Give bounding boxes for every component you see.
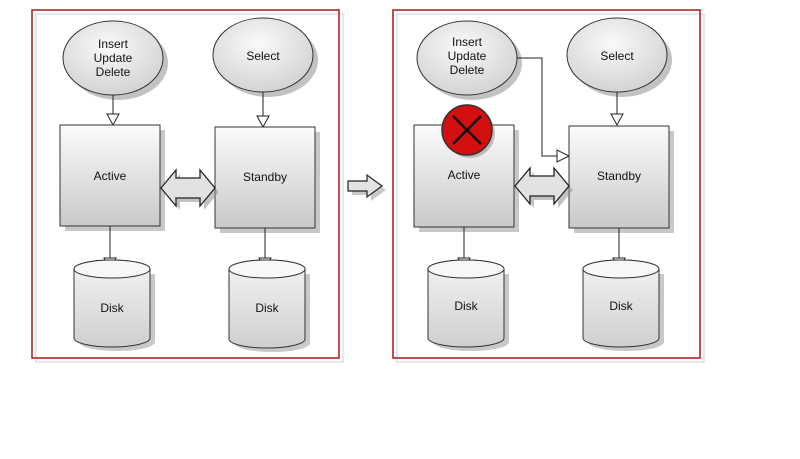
- disk-left-label: Disk: [454, 299, 478, 313]
- disk-right: Disk: [228, 259, 310, 352]
- client-connectors: [517, 57, 624, 163]
- client-label-line-1: Insert: [452, 35, 483, 49]
- disk-left: Disk: [427, 259, 509, 351]
- reader-label: Select: [246, 49, 280, 63]
- client-write-node: Insert Update Delete: [416, 20, 522, 100]
- client-label-line-3: Delete: [450, 63, 485, 77]
- client-label-line-1: Insert: [98, 37, 129, 51]
- disk-left: Disk: [73, 259, 155, 351]
- arrowhead-icon: [610, 113, 624, 127]
- arrowhead-icon: [556, 149, 571, 163]
- arrowhead-icon: [106, 113, 120, 127]
- replication-double-arrow-icon: [514, 166, 573, 208]
- rerouted-write-connector: [517, 57, 557, 157]
- client-label-line-2: Update: [448, 49, 487, 63]
- replication-double-arrow-icon: [160, 168, 219, 210]
- client-write-node: Insert Update Delete: [62, 20, 168, 100]
- standby-server-node: Standby: [568, 125, 674, 233]
- disk-right-label: Disk: [609, 299, 633, 313]
- panel-shadow: [35, 13, 344, 363]
- standby-server-node: Standby: [214, 126, 320, 233]
- red-x-circle-icon: [441, 104, 495, 158]
- arrowhead-icon: [256, 115, 270, 129]
- panel-before-failover: Insert Update Delete Select Active S: [31, 9, 344, 363]
- client-read-node: Select: [566, 17, 672, 97]
- disk-right: Disk: [582, 259, 664, 351]
- client-read-node: Select: [212, 17, 318, 97]
- panel-frame: [392, 9, 701, 359]
- panel-frame: [31, 9, 340, 359]
- standby-server-label: Standby: [243, 170, 287, 184]
- disk-right-label: Disk: [255, 301, 279, 315]
- standby-server-label: Standby: [597, 169, 641, 183]
- panel-shadow: [396, 13, 705, 363]
- reader-label: Select: [600, 49, 634, 63]
- active-server-node: Active: [59, 124, 165, 231]
- panel-after-failover: Insert Update Delete Select Active: [392, 9, 705, 363]
- right-arrow-icon: [347, 173, 386, 201]
- client-connectors: [106, 92, 270, 129]
- disk-left-label: Disk: [100, 301, 124, 315]
- active-server-label: Active: [448, 168, 481, 182]
- client-label-line-3: Delete: [96, 65, 131, 79]
- active-server-label: Active: [94, 169, 127, 183]
- client-label-line-2: Update: [94, 51, 133, 65]
